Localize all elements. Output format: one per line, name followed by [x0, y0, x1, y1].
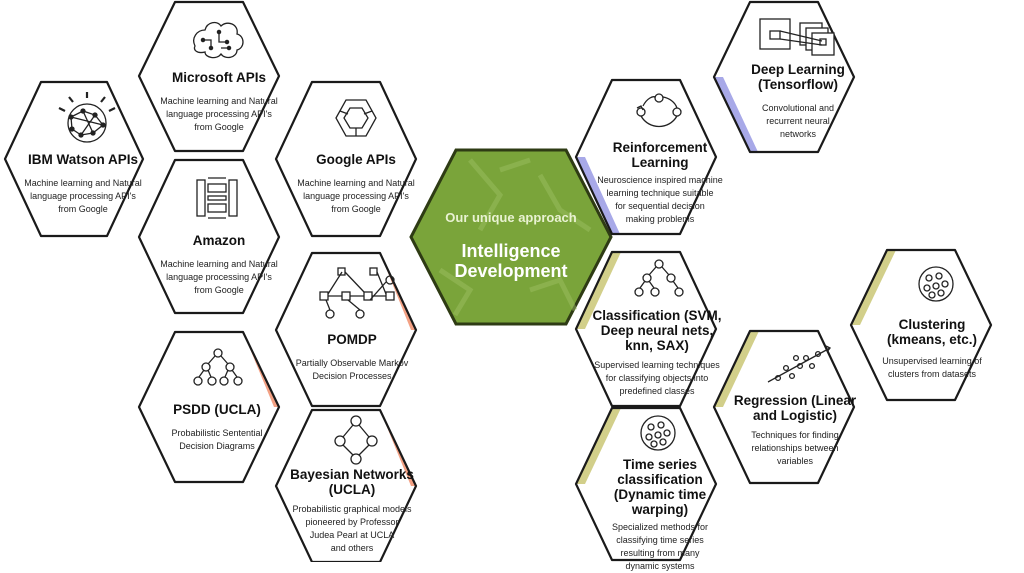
hex-bayes[interactable]: Bayesian Networks (UCLA) Probabilistic g… — [290, 467, 414, 555]
cluster-icon-timeseries — [640, 415, 676, 451]
hex-google-title: Google APIs — [316, 152, 396, 167]
center-subtitle: Our unique approach — [445, 210, 577, 225]
hex-regression-outline — [712, 329, 856, 485]
hex-deep-title: Deep Learning (Tensorflow) — [751, 62, 845, 92]
tree-diagram-icon — [193, 348, 243, 386]
hex-ibm-outline — [3, 80, 145, 238]
hex-google-outline — [274, 80, 418, 238]
google-cloud-icon — [335, 99, 377, 137]
hex-classification[interactable]: Classification (SVM, Deep neural nets, k… — [586, 308, 728, 398]
hex-microsoft-outline — [137, 0, 281, 153]
hex-timeseries[interactable]: Time series classification (Dynamic time… — [600, 457, 720, 573]
hex-ibm-title: IBM Watson APIs — [27, 152, 138, 167]
hex-google[interactable]: Google APIs Machine learning and Natural… — [286, 152, 426, 216]
hex-reinforce-title: Reinforcement Learning — [612, 140, 708, 170]
hex-amazon-title: Amazon — [192, 233, 246, 248]
hex-psdd-title: PSDD (UCLA) — [173, 402, 261, 417]
hex-timeseries-title: Time series classification (Dynamic time… — [613, 457, 707, 517]
hex-clustering[interactable]: Clustering (kmeans, etc.) Unsupervised l… — [868, 317, 996, 381]
tree-diagram-icon-classification — [634, 259, 684, 297]
hex-reinforce[interactable]: Reinforcement Learning Neuroscience insp… — [592, 140, 728, 226]
cycle-icon — [636, 93, 682, 128]
markov-network-icon — [319, 267, 395, 319]
brain-chip-icon — [193, 21, 244, 59]
hex-bayes-title: Bayesian Networks (UCLA) — [290, 467, 414, 497]
hex-bayes-outline — [274, 408, 418, 562]
hex-microsoft[interactable]: Microsoft APIs Machine learning and Natu… — [149, 70, 289, 134]
hex-classification-outline — [574, 250, 718, 408]
hex-psdd-outline — [137, 330, 281, 484]
aws-icon — [196, 177, 238, 219]
hex-clustering-outline — [849, 248, 993, 402]
layers-icon — [759, 18, 835, 56]
hex-amazon-outline — [137, 158, 281, 315]
hex-classification-title: Classification (SVM, Deep neural nets, k… — [592, 308, 722, 353]
center-title-line1: Intelligence — [461, 241, 561, 261]
center-title-line2: Development — [454, 261, 568, 281]
scatter-line-icon — [767, 345, 831, 383]
center-hexagon — [409, 148, 613, 326]
bayesian-graph-icon — [334, 415, 378, 465]
hex-regression[interactable]: Regression (Linear and Logistic) Techniq… — [730, 393, 860, 468]
hex-ibm[interactable]: IBM Watson APIs Machine learning and Nat… — [14, 152, 152, 216]
hex-pomdp-outline — [274, 251, 418, 408]
cluster-icon — [918, 266, 954, 302]
hex-pomdp-title: POMDP — [327, 332, 377, 347]
hex-reinforce-outline — [574, 78, 718, 236]
hex-deep[interactable]: Deep Learning (Tensorflow) Convolutional… — [738, 62, 858, 141]
hex-deep-outline — [712, 0, 856, 154]
center-label: Our unique approach Intelligence Develop… — [431, 210, 591, 281]
hex-regression-title: Regression (Linear and Logistic) — [733, 393, 857, 423]
hex-microsoft-title: Microsoft APIs — [171, 70, 266, 85]
hex-timeseries-outline — [574, 406, 718, 562]
hex-clustering-title: Clustering (kmeans, etc.) — [886, 317, 978, 347]
ibm-watson-icon — [58, 92, 116, 143]
